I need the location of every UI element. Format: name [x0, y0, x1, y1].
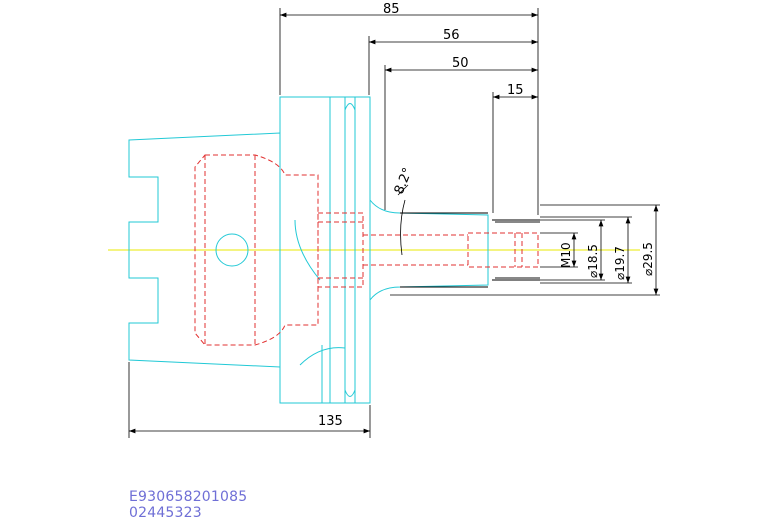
dimension-56: 56	[368, 28, 538, 95]
dim-50-label: 50	[452, 56, 469, 71]
dimension-m10: M10	[540, 232, 578, 268]
hidden-lines	[194, 154, 539, 346]
dim-15-label: 15	[507, 83, 524, 98]
angle-label: 8.2°	[392, 166, 416, 197]
dimension-dia185: ⌀18.5	[540, 219, 605, 281]
flange	[279, 96, 489, 404]
dimension-15: 15	[492, 83, 538, 213]
dia185-label: ⌀18.5	[586, 244, 600, 278]
dimension-dia295: ⌀29.5	[390, 204, 660, 296]
dimension-50: 50	[384, 56, 538, 210]
dim-56-label: 56	[443, 28, 460, 43]
m10-label: M10	[559, 242, 573, 268]
dia295-label: ⌀29.5	[641, 242, 655, 276]
part-code-line1: E930658201085	[129, 489, 248, 505]
dimension-85: 85	[279, 2, 539, 215]
angle-dimension: 8.2°	[392, 166, 416, 256]
collet-nose	[400, 212, 540, 288]
part-code-line2: 02445323	[129, 505, 202, 521]
dimension-dia197: ⌀19.7	[540, 216, 632, 284]
dia197-label: ⌀19.7	[613, 246, 627, 280]
dimension-135: 135	[128, 362, 371, 438]
dim-85-label: 85	[383, 2, 400, 17]
dim-135-label: 135	[318, 414, 343, 429]
